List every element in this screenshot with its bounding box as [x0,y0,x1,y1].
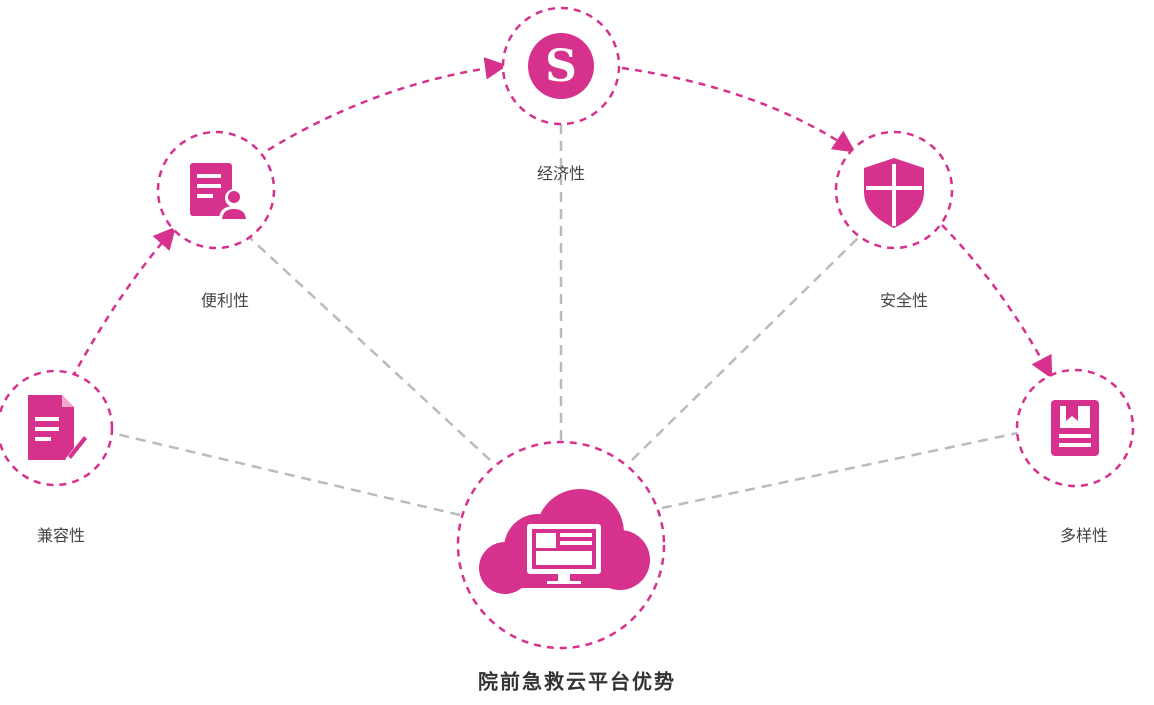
spoke-convenience [249,237,491,461]
spoke-security [631,237,859,461]
shield-icon [864,158,924,228]
user-document-icon [190,163,249,220]
label-security: 安全性 [879,291,929,310]
spoke-connectors [111,122,1019,517]
label-variety: 多样性 [1059,526,1109,545]
label-compatibility: 兼容性 [36,526,86,545]
s-coin-icon: S [528,33,594,99]
cloud-monitor-icon [479,489,650,594]
arrow-security-to-variety [941,224,1053,379]
svg-text:S: S [545,41,577,92]
spoke-variety [661,431,1019,510]
flow-arrows [70,57,1053,379]
arrow-convenience-to-economy [267,57,508,152]
diagram-title: 院前急救云平台优势 [478,669,676,694]
arrow-compat-to-convenience [70,226,176,379]
label-convenience: 便利性 [200,291,250,310]
label-economy: 经济性 [536,164,586,183]
spoke-compatibility [111,431,461,517]
document-edit-icon [28,395,89,465]
arrow-economy-to-security [621,66,856,153]
book-icon [1051,400,1099,456]
